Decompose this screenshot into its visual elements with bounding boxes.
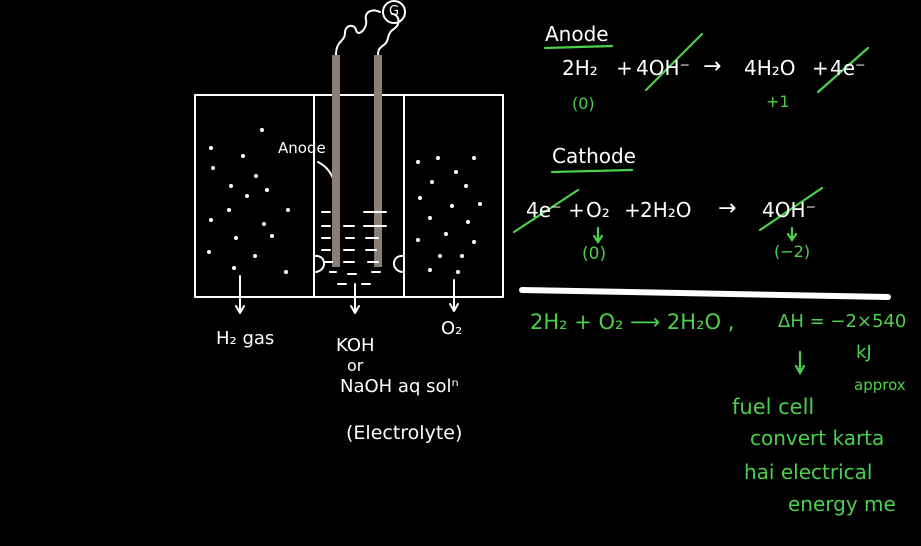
naoh-label: NaOH aq solⁿ — [340, 378, 459, 396]
anode-electrode — [332, 55, 340, 267]
right-porous-opening — [394, 256, 404, 272]
cathode-plus-2: + — [624, 200, 641, 220]
anode-ox-left: (0) — [572, 96, 595, 112]
fuel-cell-note-line-4: energy me — [788, 494, 896, 514]
anode-heading-underline — [545, 46, 612, 48]
divider-line — [522, 290, 888, 297]
cathode-lhs-e: 4e⁻ — [526, 200, 562, 220]
anode-lhs-h2: 2H₂ — [562, 58, 598, 78]
cell-container — [195, 95, 503, 297]
cathode-ox-right: (−2) — [774, 244, 810, 260]
cathode-plus-1: + — [568, 200, 585, 220]
fuel-cell-note-line-1: fuel cell — [732, 397, 814, 418]
anode-plus-1: + — [616, 58, 633, 78]
anode-label: Anode — [278, 141, 326, 156]
cathode-heading-underline — [552, 170, 632, 172]
overall-delta-h: ΔH = −2×540 — [778, 313, 906, 331]
koh-exit-arrow — [351, 284, 359, 313]
h2-gas-label: H₂ gas — [216, 330, 274, 348]
o2-exit-arrow — [450, 280, 458, 311]
electrolyte-label: (Electrolyte) — [346, 424, 462, 443]
left-porous-opening — [314, 256, 324, 272]
cathode-o2: O₂ — [586, 200, 610, 220]
cathode-rhs-oh: 4OH⁻ — [762, 200, 816, 220]
or-label: or — [347, 358, 363, 374]
cathode-arrow: → — [718, 198, 736, 220]
overall-unit: kJ — [856, 344, 872, 362]
cathode-o2-down-arrow — [594, 228, 602, 242]
fuel-cell-note-line-3: hai electrical — [744, 462, 872, 482]
anode-rhs-h2o: 4H₂O — [744, 58, 796, 78]
o2-bubbles — [416, 156, 482, 274]
cathode-wire — [378, 14, 399, 55]
cathode-oh-down-arrow — [788, 228, 796, 240]
cathode-heading: Cathode — [552, 146, 636, 166]
anode-lhs-oh: 4OH⁻ — [636, 58, 690, 78]
anode-rhs-e: 4e⁻ — [830, 58, 866, 78]
cathode-electrode — [374, 55, 382, 267]
koh-label: KOH — [336, 337, 375, 355]
anode-heading: Anode — [545, 24, 609, 44]
anode-arrow: → — [703, 56, 721, 78]
cathode-ox-left: (0) — [582, 246, 606, 263]
anode-ox-right: +1 — [766, 94, 790, 110]
anode-wire — [336, 10, 380, 55]
galvanometer-symbol: G — [389, 5, 399, 18]
overall-approx: approx — [854, 378, 906, 393]
anode-plus-2: + — [812, 58, 829, 78]
h2-exit-arrow — [236, 276, 244, 313]
o2-label: O₂ — [441, 320, 462, 338]
overall-equation: 2H₂ + O₂ ⟶ 2H₂O , — [530, 312, 734, 333]
fuel-cell-note-line-2: convert karta — [750, 428, 884, 448]
cathode-h2o: 2H₂O — [640, 200, 692, 220]
overall-down-arrow — [796, 352, 804, 373]
